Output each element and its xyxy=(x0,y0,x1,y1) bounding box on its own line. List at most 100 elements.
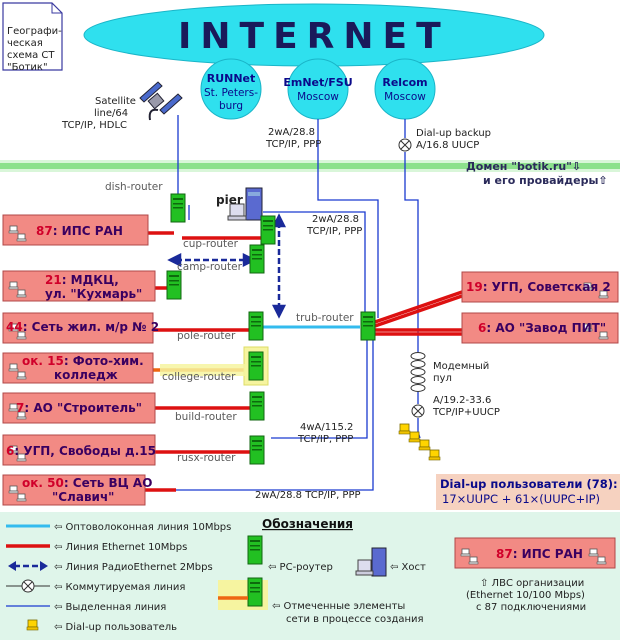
legend-creating: ⇦ Отмеченные элементы xyxy=(272,601,405,612)
link-label: TCP/IP, PPP xyxy=(306,226,362,237)
lan-count: ок. 50 xyxy=(22,476,64,490)
lan-ugp-sov[interactable]: 19: УГП, Советская 2 xyxy=(461,271,619,303)
legend-item: ⇦ Dial-up пользователь xyxy=(54,622,177,633)
lan-name: : ИПС РАН xyxy=(513,547,583,561)
lan-count: 44 xyxy=(6,320,23,334)
lan-stroit[interactable]: 7: АО "Строитель" xyxy=(2,392,156,424)
link-label: 2wA/28.8 xyxy=(312,214,359,225)
lan-sett[interactable]: 44: Сеть жил. м/р № 2 xyxy=(2,312,159,344)
lan-name: : ИПС РАН xyxy=(53,224,123,238)
switch-relcom xyxy=(398,138,412,152)
lan-name-2: "Славич" xyxy=(52,490,114,504)
legend-item: ⇦ Линия Ethernet 10Mbps xyxy=(54,542,187,553)
svg-text:44: Сеть жил. м/р № 2: 44: Сеть жил. м/р № 2 xyxy=(6,320,159,334)
lan-name-2: колледж xyxy=(54,368,118,382)
lan-ugp-sv[interactable]: 6: УГП, Свободы д.15 xyxy=(2,434,156,466)
provider-emnet[interactable]: EmNet/FSU Moscow xyxy=(283,58,353,120)
lan-count: 6 xyxy=(478,321,486,335)
link-label: 2wA/28.8 xyxy=(268,127,315,138)
link-label: TCP/IP+UUCP xyxy=(432,407,500,418)
lan-count: 7 xyxy=(16,401,24,415)
svg-text:6: АО "Завод ПИТ": 6: АО "Завод ПИТ" xyxy=(478,321,606,335)
lan-name-2: ул. "Кухмарь" xyxy=(45,287,142,301)
router-pole[interactable] xyxy=(248,311,264,341)
router-build[interactable] xyxy=(249,391,265,421)
dialup-users-sub: 17×UUPC + 61×(UUPC+IP) xyxy=(442,492,600,506)
legend-lan-desc: (Ethernet 10/100 Mbps) xyxy=(466,590,585,601)
lan-name: : Сеть ВЦ АО xyxy=(64,476,153,490)
provider-name: RUNNet xyxy=(207,72,256,85)
lan-zavod[interactable]: 6: АО "Завод ПИТ" xyxy=(461,312,619,344)
provider-runnet[interactable]: RUNNet St. Peters- burg xyxy=(200,58,262,120)
satellite-text: Satellite xyxy=(95,96,136,107)
host-pier[interactable] xyxy=(227,187,263,221)
router-label: build-router xyxy=(175,411,237,423)
dialup-users-box: Dial-up пользователи (78): 17×UUPC + 61×… xyxy=(436,474,620,510)
satellite-text: line/64 xyxy=(94,108,128,119)
internet-label: INTERNET xyxy=(178,16,450,57)
svg-text:ок. 15: Фото-хим.: ок. 15: Фото-хим. xyxy=(22,354,144,368)
router-label: rusx-router xyxy=(177,452,236,464)
note-line: "Ботик" xyxy=(7,62,48,73)
router-camp[interactable] xyxy=(166,270,182,300)
link-label: A/16.8 UUCP xyxy=(416,140,479,151)
lan-count: 19 xyxy=(466,280,483,294)
svg-text:ок. 50: Сеть ВЦ АО: ок. 50: Сеть ВЦ АО xyxy=(22,476,152,490)
modem-pool-label: пул xyxy=(433,373,452,384)
router-rusx[interactable] xyxy=(249,435,265,465)
legend-item: ⇦ Оптоволоконная линия 10Mbps xyxy=(54,522,231,533)
lan-name: : МДКЦ, xyxy=(62,273,119,287)
provider-city: Moscow xyxy=(384,91,426,103)
note-card: Географи- ческая схема СТ "Ботик" xyxy=(2,2,63,73)
legend-creating: сети в процессе создания xyxy=(286,614,424,625)
svg-text:19: УГП, Советская 2: 19: УГП, Советская 2 xyxy=(466,280,611,294)
internet-cloud: INTERNET xyxy=(83,3,545,67)
lan-name: : УГП, Советская 2 xyxy=(483,280,611,294)
provider-city: St. Peters- xyxy=(204,87,258,99)
legend-item: ⇦ Коммутируемая линия xyxy=(54,582,185,593)
lan-vcao[interactable]: ок. 50: Сеть ВЦ АО "Славич" xyxy=(2,474,152,506)
provider-name: EmNet/FSU xyxy=(283,76,352,89)
lan-name: : Сеть жил. м/р № 2 xyxy=(23,320,159,334)
link-label: Dial-up backup xyxy=(416,128,491,139)
router-label: cup-router xyxy=(183,238,239,250)
router-dish[interactable] xyxy=(170,193,186,223)
lan-mdkc[interactable]: 21: МДКЦ, ул. "Кухмарь" xyxy=(2,270,156,302)
domain-band xyxy=(0,160,620,172)
lan-ips[interactable]: 87: ИПС РАН xyxy=(2,214,149,246)
leased-lines xyxy=(176,115,421,491)
dialup-users-title: Dial-up пользователи (78): xyxy=(440,477,618,491)
lan-count: ок. 15 xyxy=(22,354,64,368)
router-college[interactable] xyxy=(248,351,264,381)
svg-text:21: МДКЦ,: 21: МДКЦ, xyxy=(45,273,119,287)
link-label: 2wA/28.8 TCP/IP, PPP xyxy=(255,490,361,501)
svg-text:7: АО "Строитель": 7: АО "Строитель" xyxy=(16,401,142,415)
legend-lan-desc: ⇧ ЛВС организации xyxy=(480,578,584,589)
svg-text:6: УГП, Свободы д.15: 6: УГП, Свободы д.15 xyxy=(6,444,156,458)
lan-name: : АО "Строитель" xyxy=(24,401,142,415)
lan-photo[interactable]: ок. 15: Фото-хим. колледж xyxy=(2,352,154,384)
legend-item: ⇦ Выделенная линия xyxy=(54,602,166,613)
switch-dialup xyxy=(411,404,425,418)
router-label: dish-router xyxy=(105,181,163,193)
router-cup[interactable] xyxy=(260,215,276,245)
router-label: camp-router xyxy=(177,261,243,273)
legend-title: Обозначения xyxy=(262,517,353,531)
router-camp2[interactable] xyxy=(249,244,265,274)
legend: Обозначения ⇦ Оптоволоконная линия 10Mbp… xyxy=(0,512,620,640)
satellite-text: TCP/IP, HDLC xyxy=(61,120,127,131)
legend-host: ⇦ Хост xyxy=(390,562,426,573)
link-label: TCP/IP, PPP xyxy=(265,139,321,150)
router-trub[interactable] xyxy=(360,311,376,341)
note-line: ческая xyxy=(7,38,43,49)
provider-city-2: burg xyxy=(219,100,243,112)
lan-name: : АО "Завод ПИТ" xyxy=(486,321,606,335)
legend-host-icon xyxy=(355,547,387,577)
svg-text:87: ИПС РАН: 87: ИПС РАН xyxy=(496,547,583,561)
lan-count: 87 xyxy=(36,224,53,238)
note-line: Географи- xyxy=(7,26,62,37)
link-label: TCP/IP, PPP xyxy=(297,434,353,445)
provider-relcom[interactable]: Relcom Moscow xyxy=(374,58,436,120)
router-label: college-router xyxy=(162,371,236,383)
